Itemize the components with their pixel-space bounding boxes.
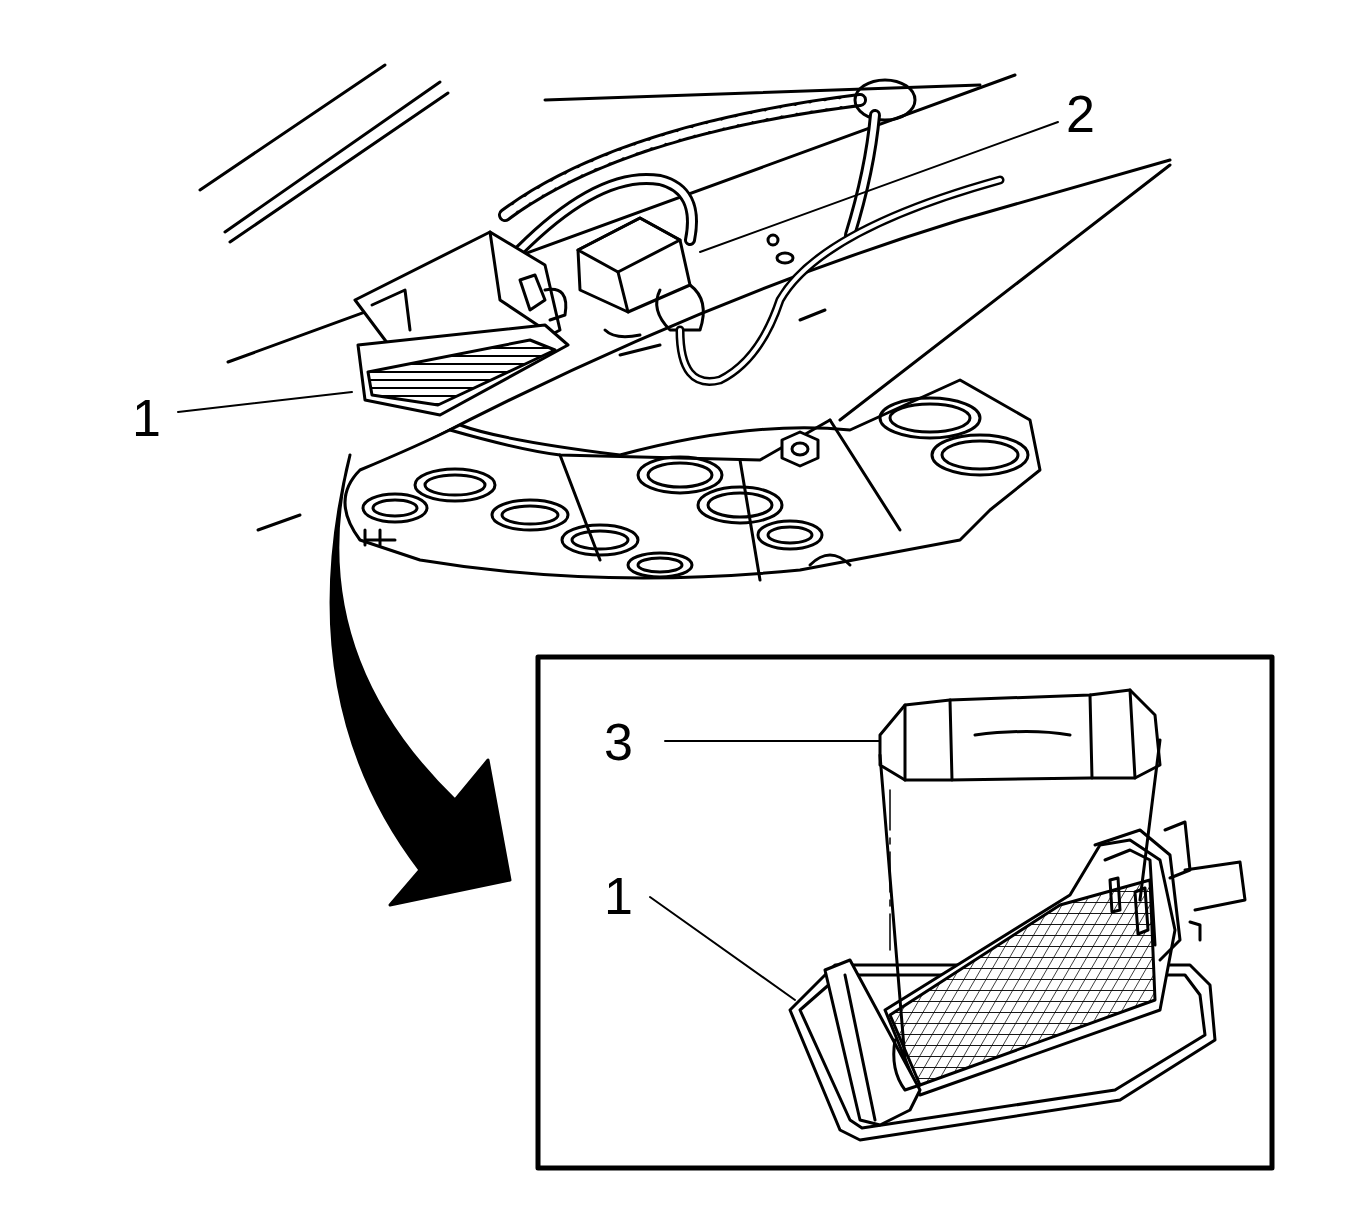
- callout-number: 1: [602, 870, 635, 922]
- callout-number: 1: [130, 392, 163, 444]
- callout-number: 2: [1064, 88, 1097, 140]
- callout-number: 3: [602, 716, 635, 768]
